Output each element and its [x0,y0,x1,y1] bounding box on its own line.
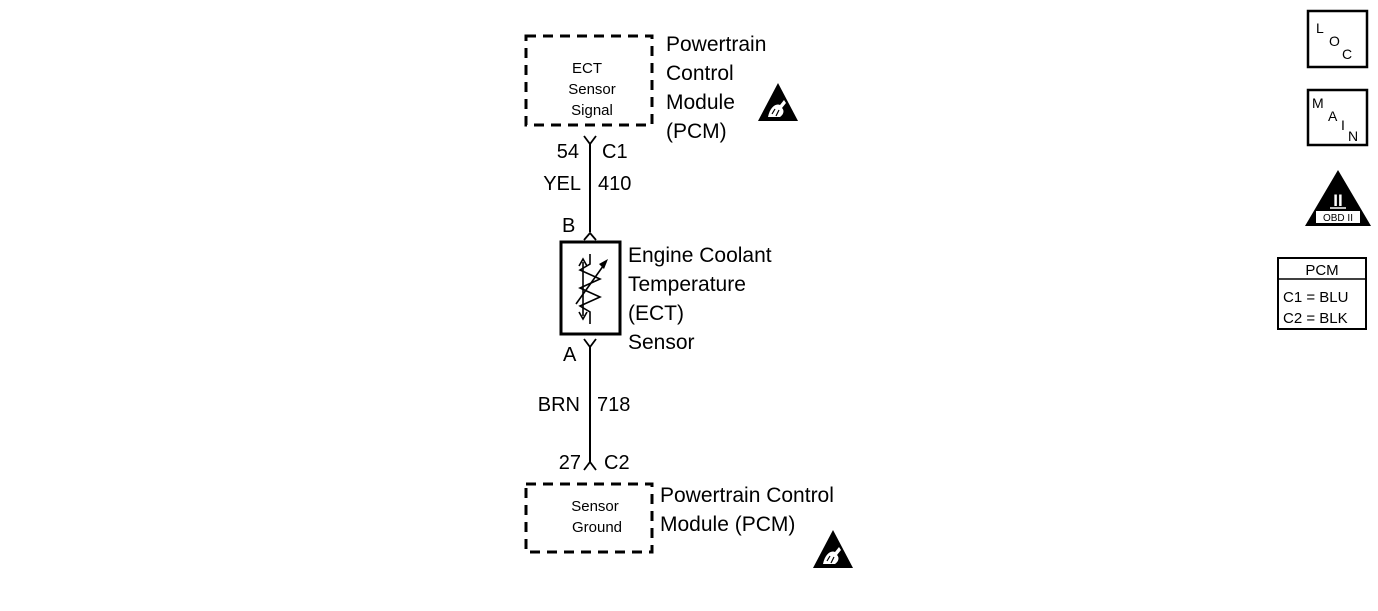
obd-ii-button[interactable]: II OBD II [1305,170,1371,226]
pin-a-connector-symbol [583,338,597,349]
loc-button[interactable]: L O C [1306,9,1369,69]
ect-sensor-body [559,240,622,336]
main-letter-3: I [1341,117,1345,133]
pcm-ground-box [524,482,654,554]
pcm-ground-label-2: Ground [572,519,622,536]
sensor-title-3: (ECT) [628,302,684,325]
loc-letter-3: C [1342,46,1352,62]
pcm-top-title-4: (PCM) [666,120,727,143]
pcm-signal-label-1: ECT [572,60,602,77]
loc-letter-2: O [1329,33,1340,49]
pcm-ground-label-1: Sensor [571,498,619,515]
wire-718-color: BRN [538,394,580,416]
c2-pin-number: 27 [559,452,581,474]
main-letter-2: A [1328,108,1338,124]
sensor-title-4: Sensor [628,331,695,354]
pin-b-connector-symbol [583,231,597,241]
wire-410-color: YEL [543,173,581,195]
main-letter-1: M [1312,95,1324,111]
pcm-signal-label-2: Sensor [568,81,616,98]
loc-letter-1: L [1316,20,1324,36]
obd-label: OBD II [1323,213,1353,224]
sensor-title-1: Engine Coolant [628,244,772,267]
pcm-bottom-title-1: Powertrain Control [660,484,834,507]
esd-warning-icon [812,529,854,569]
legend-row-c1: C1 = BLU [1283,289,1348,306]
pcm-bottom-title-2: Module (PCM) [660,513,795,536]
wire-410-circuit: 410 [598,173,631,195]
main-button[interactable]: M A I N [1306,88,1369,147]
pcm-top-title-1: Powertrain [666,33,766,56]
sensor-pin-a: A [563,344,577,366]
c1-pin-number: 54 [557,141,579,163]
pcm-connector-legend: PCM C1 = BLU C2 = BLK [1277,257,1367,330]
c2-connector-label: C2 [604,452,630,474]
legend-row-c2: C2 = BLK [1283,310,1348,327]
obd-numeral: II [1333,191,1342,210]
connector-c2-symbol [583,460,597,471]
pcm-signal-label-3: Signal [571,102,613,119]
pcm-top-title-3: Module [666,91,735,114]
sensor-pin-b: B [562,215,575,237]
sensor-title-2: Temperature [628,273,746,296]
c1-connector-label: C1 [602,141,628,163]
pcm-top-title-2: Control [666,62,734,85]
connector-c1-symbol [583,135,597,146]
legend-title: PCM [1305,262,1338,279]
main-letter-4: N [1348,128,1358,144]
pcm-signal-box [524,34,654,127]
esd-warning-icon [757,82,799,122]
wire-718-circuit: 718 [597,394,630,416]
thermistor-symbol [575,254,608,324]
